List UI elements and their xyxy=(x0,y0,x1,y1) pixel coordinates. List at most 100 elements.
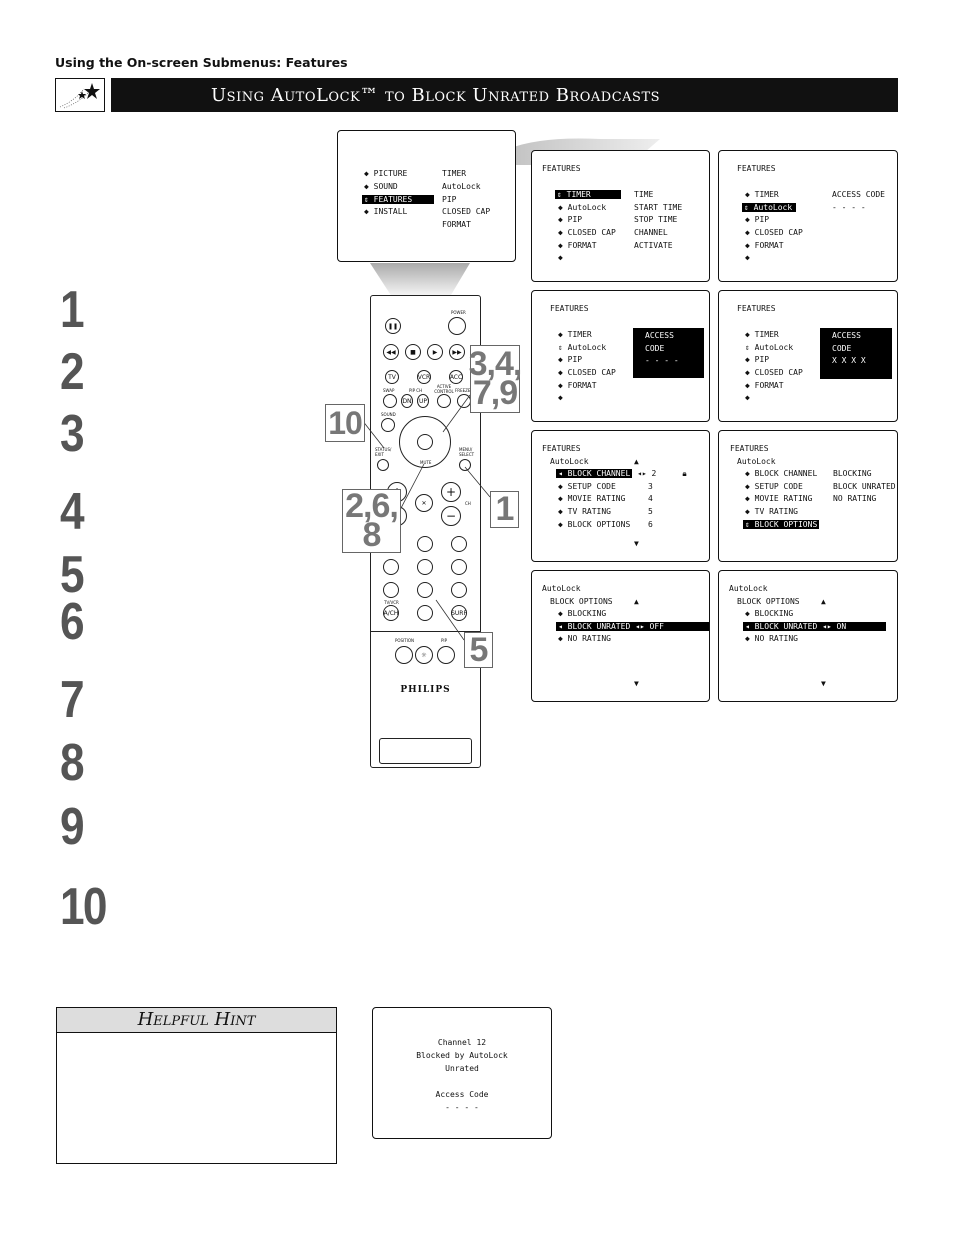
screen-title: FEATURES xyxy=(542,164,581,173)
menu-item-selected: ⇕ AutoLock xyxy=(558,343,607,352)
menu-item: ◆ INSTALL xyxy=(364,207,408,216)
menu-item-selected: ⇕ BLOCK OPTIONS xyxy=(743,520,820,529)
digit-button[interactable] xyxy=(417,536,433,552)
position-button[interactable] xyxy=(395,646,413,664)
menu-item: ◆ SOUND xyxy=(364,182,398,191)
screen-title: AutoLock xyxy=(542,584,581,593)
screen-title: FEATURES xyxy=(730,444,769,453)
power-label: POWER xyxy=(451,310,466,315)
logo-icon xyxy=(55,78,105,112)
main-menu-screen: ◆ PICTURE ◆ SOUND ⇕ FEATURES ◆ INSTALL T… xyxy=(337,130,516,262)
tv-button[interactable]: TV xyxy=(385,370,399,384)
down-arrow-icon: ▼ xyxy=(634,539,639,548)
up-arrow-icon: ▲ xyxy=(634,597,639,606)
menu-item: ◆ CLOSED CAP xyxy=(558,228,616,237)
step-number: 3 xyxy=(60,405,85,463)
mute-button[interactable]: ✕ xyxy=(415,494,433,512)
menu-bullet: ◆ xyxy=(745,253,750,262)
message-line: Blocked by AutoLock xyxy=(416,1051,508,1060)
digit-button[interactable] xyxy=(417,582,433,598)
tv-vcr-label: TV/VCR xyxy=(384,600,399,605)
features-autolock-screen: FEATURES ◆ TIMER ⇕ AutoLock ◆ PIP ◆ CLOS… xyxy=(718,150,898,282)
swap-button[interactable] xyxy=(383,394,397,408)
digit-button[interactable] xyxy=(451,559,467,575)
message-spacer xyxy=(373,1075,551,1088)
menu-item: ◆ MOVIE RATING xyxy=(745,494,813,503)
down-arrow-icon: ▼ xyxy=(821,679,826,688)
pause-button[interactable]: ❚❚ xyxy=(385,318,401,334)
down-arrow-icon: ▼ xyxy=(634,679,639,688)
menu-item: ◆ CLOSED CAP xyxy=(745,228,803,237)
digit-0-button[interactable] xyxy=(417,605,433,621)
play-button[interactable]: ▶ xyxy=(427,344,443,360)
screen-subtitle: AutoLock xyxy=(737,457,776,466)
menu-item: ◆ TIMER xyxy=(558,330,592,339)
screen-title: FEATURES xyxy=(737,164,776,173)
digit-button[interactable] xyxy=(451,536,467,552)
menu-item: ◆ BLOCKING xyxy=(745,609,794,618)
remote-control: POWER ❚❚ ◀◀ ■ ▶ ▶▶ TV VCR ACC SWAP PIP C… xyxy=(370,295,481,768)
submenu-item: START TIME xyxy=(634,203,683,212)
menu-item: ◆ TIMER xyxy=(745,190,779,199)
menu-item: ◆ MOVIE RATING xyxy=(558,494,626,503)
submenu-item: ACTIVATE xyxy=(634,241,673,250)
step-number: 10 xyxy=(60,878,107,936)
access-code-box: ACCESS CODE X X X X xyxy=(820,328,892,379)
access-code-box: ACCESS CODE - - - - xyxy=(633,328,704,378)
menu-item: ◆ PIP xyxy=(558,355,583,364)
channel-up-button[interactable]: + xyxy=(441,482,461,502)
menu-item: ◆ NO RATING xyxy=(745,634,798,643)
features-timer-screen: FEATURES ⇕ TIMER ◆ AutoLock ◆ PIP ◆ CLOS… xyxy=(531,150,710,282)
sound-button[interactable] xyxy=(381,418,395,432)
surf-button[interactable]: SURF xyxy=(451,605,467,621)
center-select-button[interactable] xyxy=(417,434,433,450)
up-arrow-icon: ▲ xyxy=(821,597,826,606)
fast-forward-button[interactable]: ▶▶ xyxy=(449,344,465,360)
submenu-item: TIMER xyxy=(442,169,467,178)
menu-item: ◆ TV RATING xyxy=(558,507,611,516)
digit-button[interactable] xyxy=(451,582,467,598)
mute-label: MUTE xyxy=(420,460,432,465)
screen-subtitle: BLOCK OPTIONS xyxy=(550,597,613,606)
menu-item-selected: ⇕ FEATURES xyxy=(362,194,435,207)
vcr-button[interactable]: VCR xyxy=(417,370,431,384)
tv-vcr-button[interactable]: A/CH xyxy=(383,605,399,621)
message-line: Unrated xyxy=(445,1064,479,1073)
screen-title: FEATURES xyxy=(550,304,589,313)
screen-title: FEATURES xyxy=(542,444,581,453)
power-button[interactable] xyxy=(448,317,466,335)
pip-ch-up-button[interactable]: UP xyxy=(417,394,429,408)
rewind-button[interactable]: ◀◀ xyxy=(383,344,399,360)
submenu-item: NO RATING xyxy=(833,494,877,503)
menu-bullet: ◆ xyxy=(558,253,563,262)
screen-subtitle: AutoLock xyxy=(550,457,589,466)
position-label: POSITION xyxy=(395,638,415,643)
menu-item: ◆ PICTURE xyxy=(364,169,408,178)
pip-ch-down-button[interactable]: DN xyxy=(401,394,413,408)
channel-down-button[interactable]: − xyxy=(441,506,461,526)
menu-item: ◆ BLOCK OPTIONS xyxy=(558,520,631,529)
submenu-item: BLOCK UNRATED xyxy=(833,482,896,491)
brand-logo: PHILIPS xyxy=(400,685,451,695)
submenu-item: FORMAT xyxy=(442,220,471,229)
menu-item-selected: ⇕ AutoLock xyxy=(745,343,794,352)
menu-item: ◆ CLOSED CAP xyxy=(558,368,616,377)
stop-button[interactable]: ■ xyxy=(405,344,421,360)
menu-select-button[interactable] xyxy=(459,459,471,471)
digit-button[interactable] xyxy=(383,559,399,575)
pip-button[interactable] xyxy=(437,646,455,664)
digit-button[interactable] xyxy=(417,559,433,575)
pip-position-button[interactable]: ☼ xyxy=(415,646,433,664)
status-exit-button[interactable] xyxy=(377,459,389,471)
menu-item: ◆ BLOCKING xyxy=(558,609,607,618)
digit-button[interactable] xyxy=(383,582,399,598)
acc-button[interactable]: ACC xyxy=(449,370,463,384)
message-line: - - - - xyxy=(445,1103,479,1112)
access-code-entered-screen: FEATURES ◆ TIMER ⇕ AutoLock ◆ PIP ◆ CLOS… xyxy=(718,290,898,422)
menu-item: ◆ TIMER xyxy=(745,330,779,339)
sound-label: SOUND xyxy=(381,412,396,417)
message-line: Channel 12 xyxy=(437,1038,487,1047)
menu-item: ◆ TV RATING xyxy=(745,507,798,516)
menu-item: ◆ FORMAT xyxy=(558,381,597,390)
active-control-button[interactable] xyxy=(437,394,451,408)
